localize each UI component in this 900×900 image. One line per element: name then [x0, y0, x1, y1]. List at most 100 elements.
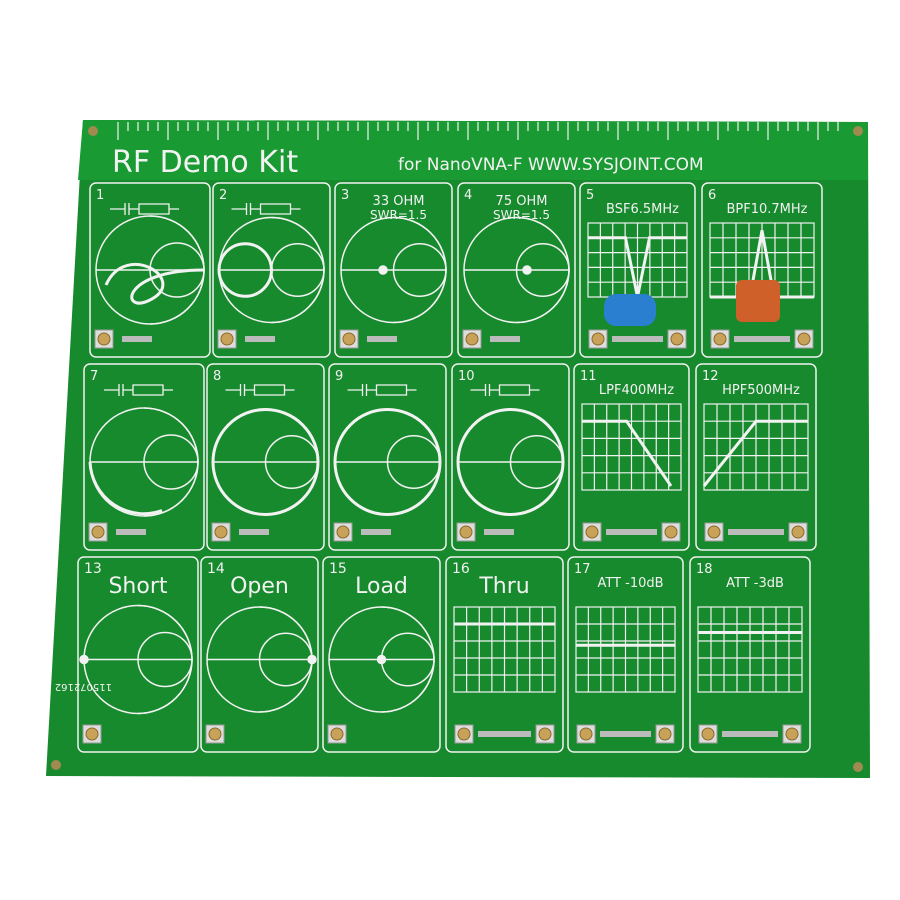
- cell-label: BSF6.5MHz: [606, 202, 679, 217]
- cell-border: [567, 556, 684, 753]
- cell-10: 10: [451, 363, 570, 551]
- sma-connector[interactable]: [94, 329, 114, 349]
- cell-9: 9: [328, 363, 447, 551]
- smd-component: [122, 336, 152, 342]
- smd-component: [484, 529, 514, 535]
- sma-connector[interactable]: [535, 724, 555, 744]
- cell-number: 18: [696, 562, 713, 577]
- cell-8: 8: [206, 363, 325, 551]
- smith-chart: [340, 216, 447, 324]
- mount-hole: [853, 762, 863, 772]
- schematic-symbol: [231, 203, 301, 215]
- cell-border: [206, 363, 325, 551]
- cell-border: [451, 363, 570, 551]
- sma-connector[interactable]: [661, 522, 681, 542]
- smd-component: [361, 529, 391, 535]
- smith-chart: [463, 216, 570, 324]
- sma-connector[interactable]: [82, 724, 102, 744]
- schematic-symbol: [225, 384, 295, 396]
- serial-number: 115072162: [55, 681, 112, 692]
- smith-chart: [217, 216, 325, 324]
- cell-border: [83, 363, 205, 551]
- cell-label: Open: [230, 574, 289, 599]
- cell-label: 75 OHM: [496, 194, 548, 209]
- response-grid: [581, 403, 682, 491]
- smd-component: [478, 731, 531, 737]
- cell-number: 8: [213, 369, 221, 384]
- smith-marker: [307, 654, 317, 665]
- smd-component: [606, 529, 657, 535]
- response-grid: [575, 606, 676, 693]
- smith-chart: [456, 408, 565, 516]
- sma-connector[interactable]: [588, 329, 608, 349]
- cell-border: [695, 363, 817, 551]
- header-strip: [78, 120, 868, 180]
- smd-component: [239, 529, 269, 535]
- smd-component: [722, 731, 778, 737]
- cell-number: 16: [452, 561, 470, 577]
- smith-marker: [522, 265, 532, 275]
- smith-chart: [79, 604, 193, 715]
- schematic-symbol: [110, 203, 179, 215]
- sma-connector[interactable]: [576, 724, 596, 744]
- sma-connector[interactable]: [217, 329, 237, 349]
- sma-connector[interactable]: [655, 724, 675, 744]
- sma-connector[interactable]: [698, 724, 718, 744]
- ruler: [117, 122, 839, 140]
- cell-label: ATT -3dB: [726, 576, 784, 591]
- cell-2: 2: [212, 182, 331, 358]
- schematic-symbol: [104, 384, 173, 396]
- response-trace: [702, 419, 808, 487]
- sma-connector[interactable]: [782, 724, 802, 744]
- cell-border: [77, 556, 199, 753]
- sma-connector[interactable]: [794, 329, 814, 349]
- sma-connector[interactable]: [710, 329, 730, 349]
- sma-connector[interactable]: [454, 724, 474, 744]
- cell-border: [701, 182, 823, 358]
- cell-number: 4: [464, 188, 472, 203]
- sma-connector[interactable]: [211, 522, 231, 542]
- sma-connector[interactable]: [582, 522, 602, 542]
- cell-border: [200, 556, 319, 753]
- sma-connector[interactable]: [205, 724, 225, 744]
- sma-connector[interactable]: [88, 522, 108, 542]
- ceramic-filter-blue: [604, 294, 656, 326]
- cell-label: BPF10.7MHz: [727, 202, 808, 217]
- sma-connector[interactable]: [704, 522, 724, 542]
- mount-hole: [88, 126, 98, 136]
- smd-component: [600, 731, 651, 737]
- sma-connector[interactable]: [667, 329, 687, 349]
- pcb: [46, 120, 870, 778]
- cell-border: [89, 182, 211, 358]
- cell-number: 5: [586, 188, 594, 203]
- sma-connector[interactable]: [788, 522, 808, 542]
- sma-connector[interactable]: [327, 724, 347, 744]
- smith-chart: [206, 606, 317, 713]
- sma-connector[interactable]: [456, 522, 476, 542]
- cell-border: [689, 556, 811, 753]
- sma-connector[interactable]: [339, 329, 359, 349]
- smd-component: [612, 336, 663, 342]
- response-grid: [702, 403, 809, 491]
- cell-number: 10: [458, 369, 475, 384]
- cell-number: 14: [207, 561, 225, 577]
- cell-border: [573, 363, 690, 551]
- cell-number: 2: [219, 188, 227, 203]
- cell-number: 17: [574, 562, 591, 577]
- cell-border: [328, 363, 447, 551]
- sma-connector[interactable]: [462, 329, 482, 349]
- response-grid: [453, 606, 556, 693]
- smith-marker: [378, 265, 388, 275]
- smith-chart: [333, 408, 442, 516]
- smd-component: [490, 336, 520, 342]
- smith-chart: [211, 408, 320, 516]
- cell-border: [579, 182, 696, 358]
- sma-connector[interactable]: [333, 522, 353, 542]
- cell-number: 1: [96, 188, 104, 203]
- cell-label: Short: [108, 574, 167, 599]
